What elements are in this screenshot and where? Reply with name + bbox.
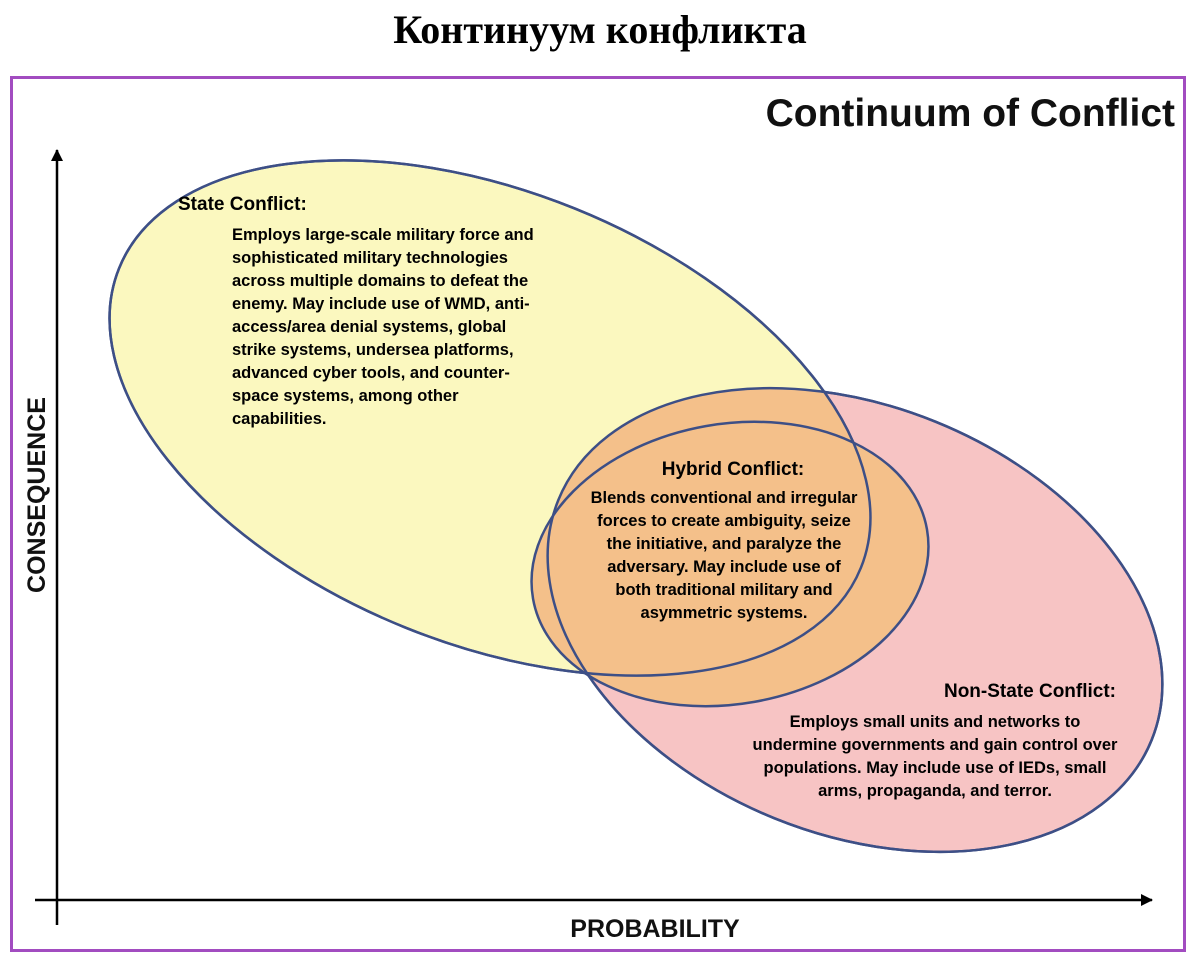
state-line: across multiple domains to defeat the bbox=[232, 272, 528, 290]
state-line: access/area denial systems, global bbox=[232, 318, 506, 336]
state-line: capabilities. bbox=[232, 410, 326, 428]
non-state-line: populations. May include use of IEDs, sm… bbox=[764, 759, 1107, 777]
non-state-description: Employs small units and networks to unde… bbox=[753, 713, 1118, 800]
diagram-title: Continuum of Conflict bbox=[766, 92, 1175, 135]
state-line: enemy. May include use of WMD, anti- bbox=[232, 295, 530, 313]
hybrid-line: both traditional military and bbox=[615, 581, 832, 599]
non-state-line: undermine governments and gain control o… bbox=[753, 736, 1118, 754]
non-state-line: Employs small units and networks to bbox=[790, 713, 1081, 731]
state-line: advanced cyber tools, and counter- bbox=[232, 364, 510, 382]
hybrid-heading: Hybrid Conflict: bbox=[662, 459, 805, 480]
state-line: sophisticated military technologies bbox=[232, 249, 508, 267]
non-state-line: arms, propaganda, and terror. bbox=[818, 782, 1052, 800]
state-description: Employs large-scale military force and s… bbox=[232, 226, 534, 428]
state-line: strike systems, undersea platforms, bbox=[232, 341, 514, 359]
non-state-heading: Non-State Conflict: bbox=[944, 681, 1116, 702]
state-heading: State Conflict: bbox=[178, 194, 307, 215]
hybrid-line: adversary. May include use of bbox=[607, 558, 841, 576]
hybrid-line: forces to create ambiguity, seize bbox=[597, 512, 851, 530]
hybrid-line: Blends conventional and irregular bbox=[591, 489, 858, 507]
hybrid-line: asymmetric systems. bbox=[641, 604, 808, 622]
hybrid-line: the initiative, and paralyze the bbox=[607, 535, 842, 553]
state-line: space systems, among other bbox=[232, 387, 459, 405]
state-line: Employs large-scale military force and bbox=[232, 226, 534, 244]
hybrid-ellipse bbox=[530, 420, 930, 708]
y-axis-label: CONSEQUENCE bbox=[23, 397, 51, 593]
hybrid-description: Blends conventional and irregular forces… bbox=[591, 489, 858, 622]
page-title: Континуум конфликта bbox=[393, 7, 807, 52]
x-axis-label: PROBABILITY bbox=[570, 915, 740, 943]
